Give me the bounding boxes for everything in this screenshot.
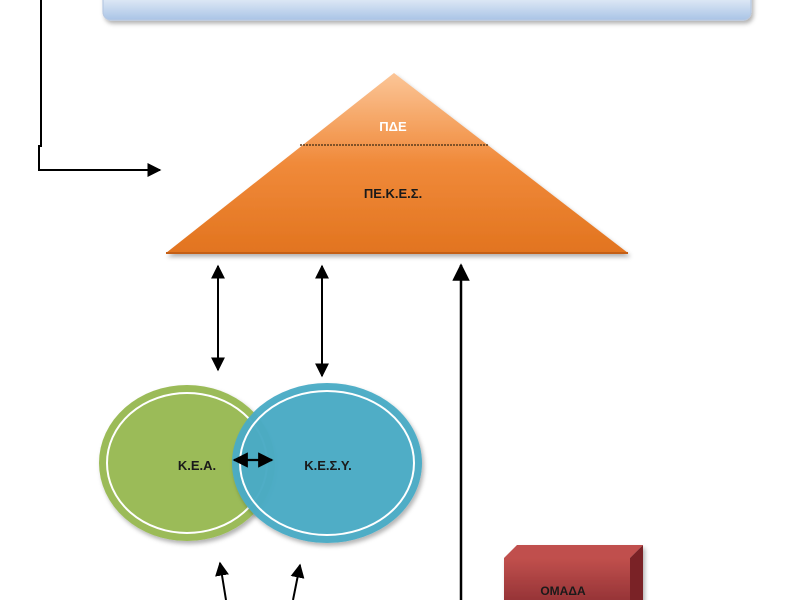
feedback-connector	[38, 0, 162, 177]
kesy-label: Κ.Ε.Σ.Υ.	[304, 458, 352, 473]
pekes-label: ΠΕ.Κ.Ε.Σ.	[364, 186, 422, 201]
arrow-bottom-kesy	[290, 563, 305, 600]
omada-box	[504, 545, 643, 600]
omada-box-top	[504, 545, 643, 558]
arrow-bottom-kea	[215, 561, 229, 600]
omada-box-front	[504, 558, 630, 600]
omada-box-side	[630, 545, 643, 600]
pyramid	[166, 73, 628, 254]
pyramid-shape	[166, 73, 628, 253]
pde-label: ΠΔΕ	[379, 119, 407, 134]
omada-label: ΟΜΑΔΑ	[540, 584, 586, 598]
banner-box	[102, 0, 752, 21]
kea-label: Κ.Ε.Α.	[178, 458, 216, 473]
